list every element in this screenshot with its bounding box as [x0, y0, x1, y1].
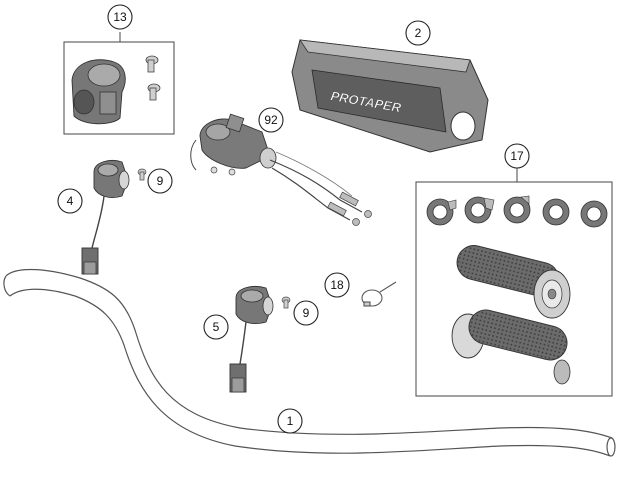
callout-9-lower-label: 9	[303, 306, 310, 320]
clamp-body	[71, 59, 126, 125]
callout-2-label: 2	[415, 26, 422, 40]
grip-lower	[451, 309, 571, 385]
screw-9-lower	[281, 296, 291, 309]
clamp-screws	[145, 55, 161, 101]
callout-13-label: 13	[113, 10, 127, 24]
callout-9-lower: 9	[293, 300, 319, 326]
callout-4-label: 4	[67, 194, 74, 208]
callout-2: 2	[405, 20, 431, 46]
callout-13: 13	[107, 4, 133, 30]
callout-92-label: 92	[264, 113, 278, 127]
throttle-cams	[426, 195, 608, 228]
callout-9-upper: 9	[147, 168, 173, 194]
callout-18-label: 18	[330, 278, 344, 292]
clamp-kit-box	[63, 32, 175, 135]
screw-9-upper	[137, 168, 147, 181]
grip-set-box	[415, 168, 613, 397]
callout-5-label: 5	[213, 320, 220, 334]
callout-1-label: 1	[287, 414, 294, 428]
callout-18: 18	[324, 272, 350, 298]
callout-4: 4	[57, 188, 83, 214]
kill-switch-left	[81, 160, 130, 275]
throttle-assembly	[190, 113, 372, 226]
callout-92: 92	[258, 107, 284, 133]
switch-center	[229, 286, 274, 393]
grip-upper	[456, 245, 571, 319]
callout-5: 5	[203, 314, 229, 340]
bar-pad: PROTAPER	[291, 39, 489, 153]
handlebar	[3, 268, 616, 457]
cable-tie	[361, 281, 397, 307]
callout-17-label: 17	[510, 149, 524, 163]
callout-17: 17	[504, 143, 530, 169]
callout-1: 1	[277, 408, 303, 434]
callout-9-upper-label: 9	[157, 174, 164, 188]
